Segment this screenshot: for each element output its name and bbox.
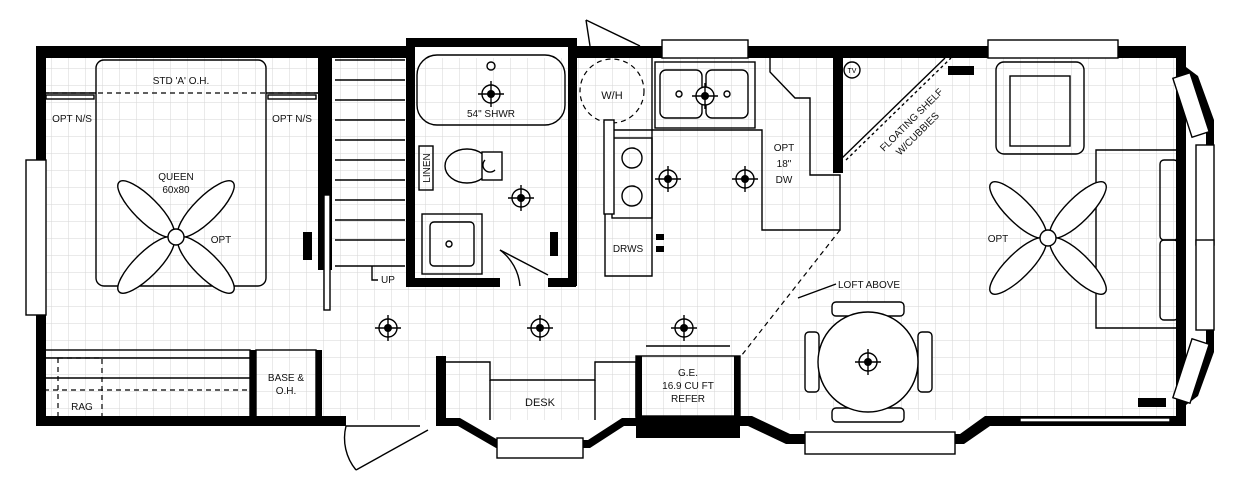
armchair — [995, 61, 1085, 155]
ceiling-light-icon — [671, 315, 697, 341]
drawers-label: DRWS — [613, 244, 644, 255]
shower-stall — [416, 54, 566, 126]
windows — [25, 39, 1215, 459]
bathroom-door — [499, 249, 549, 276]
base-label-2: O.H. — [276, 386, 297, 397]
queen-bed — [95, 59, 267, 287]
ceiling-light-icon — [692, 83, 718, 109]
tv-icon — [843, 61, 861, 79]
living-area: OPT — [988, 61, 1181, 407]
loft-outline: LOFT ABOVE — [737, 229, 900, 361]
living-fan-opt-label: OPT — [988, 234, 1009, 245]
linen-label: LINEN — [422, 153, 433, 182]
loft-above-label: LOFT ABOVE — [838, 280, 900, 291]
dw-opt-label: OPT — [774, 143, 795, 154]
kitchen-sink — [654, 61, 756, 129]
bed-fan-opt-label: OPT — [211, 235, 232, 246]
ceiling-light-icon — [375, 315, 401, 341]
ceiling-light-icon — [527, 315, 553, 341]
nightstand-right — [267, 94, 317, 100]
toilet-icon — [444, 148, 503, 184]
water-heater — [579, 58, 645, 124]
dw-label: DW — [776, 175, 793, 186]
ceiling-light-icon — [855, 349, 881, 375]
bedroom: STD 'A' O.H. OPT N/S OPT N/S QUEEN 60x80… — [44, 59, 320, 294]
stairs: UP — [303, 48, 405, 311]
fridge-label-3: REFER — [671, 394, 705, 405]
opt-nightstand-left-label: OPT N/S — [52, 114, 92, 125]
ceiling-fan-icon — [117, 180, 235, 294]
bed-size-label: 60x80 — [162, 185, 190, 196]
ceiling-light-icon — [478, 81, 504, 107]
ceiling-light-icon — [508, 185, 534, 211]
ceiling-fan-icon — [989, 181, 1107, 295]
refrigerator: G.E. 16.9 CU FT REFER — [635, 345, 741, 417]
bathroom: 54" SHWR LINEN — [406, 38, 577, 287]
rag-label: RAG — [71, 402, 93, 413]
bed-overhead-label: STD 'A' O.H. — [153, 76, 210, 87]
desk-label: DESK — [525, 397, 556, 409]
stairs-up-label: UP — [381, 275, 395, 286]
shower-label: 54" SHWR — [467, 109, 515, 120]
bed-name-label: QUEEN — [158, 172, 194, 183]
ceiling-lights — [375, 81, 881, 375]
entry-doors — [343, 19, 641, 471]
tv-label: TV — [848, 68, 857, 75]
wall-switch — [303, 232, 312, 260]
fridge-label-2: 16.9 CU FT — [662, 381, 714, 392]
floor-tile-grid — [44, 58, 1184, 420]
fridge-label-1: G.E. — [678, 368, 698, 379]
bathroom-switch — [550, 232, 558, 256]
linen-closet — [418, 145, 434, 191]
vanity-sink — [421, 213, 483, 275]
opt-nightstand-right-label: OPT N/S — [272, 114, 312, 125]
base-label-1: BASE & — [268, 373, 304, 384]
ceiling-light-icon — [732, 166, 758, 192]
dw-size-label: 18" — [777, 159, 792, 170]
water-heater-label: W/H — [601, 90, 622, 102]
ceiling-light-icon — [655, 166, 681, 192]
